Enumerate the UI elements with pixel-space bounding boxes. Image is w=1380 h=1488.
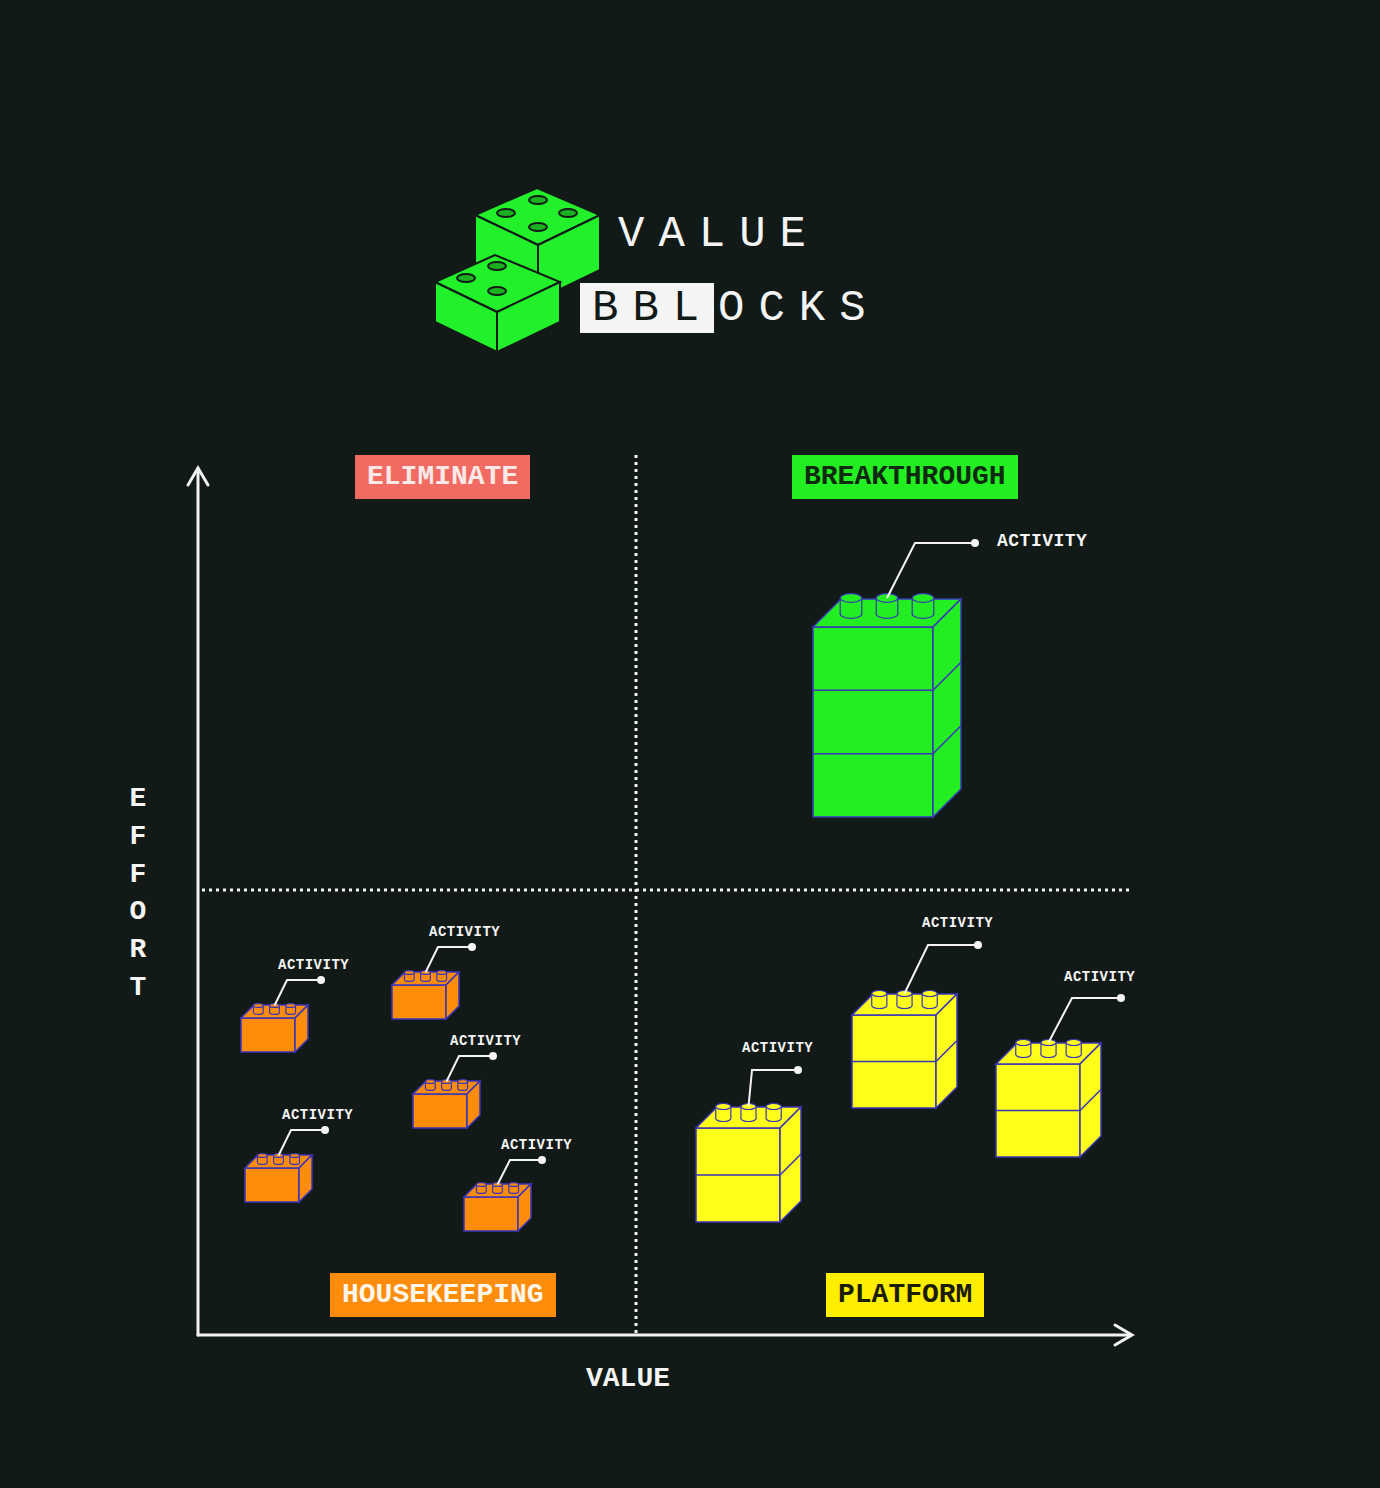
leader-line (749, 1070, 799, 1107)
brick-figure (813, 583, 961, 817)
brick-stud (912, 594, 934, 603)
activity-label: ACTIVITY (1064, 969, 1135, 985)
brick-seam (852, 1041, 957, 1062)
brick-figure (464, 1177, 531, 1231)
leader-line (905, 945, 979, 994)
activity-brick: ACTIVITY (413, 1074, 480, 1128)
brick-stud (922, 990, 937, 996)
leader-line (275, 980, 322, 1006)
brick-front (392, 985, 446, 1019)
quadrant-tag: PLATFORM (826, 1273, 984, 1317)
activity-label: ACTIVITY (922, 915, 993, 931)
title-text: OCKS (718, 286, 880, 330)
activity-label: ACTIVITY (501, 1137, 572, 1153)
leader-line (426, 947, 473, 973)
leader-dot (794, 1066, 802, 1074)
brick-stud (912, 598, 913, 614)
brick-seam (813, 662, 961, 690)
brick-side (299, 1155, 312, 1202)
brick-front (413, 1094, 467, 1128)
quadrant-tag: ELIMINATE (355, 455, 530, 499)
quadrant-tag: HOUSEKEEPING (330, 1273, 556, 1317)
leader-dot (974, 941, 982, 949)
leader-line (1049, 998, 1122, 1043)
activity-label: ACTIVITY (997, 531, 1087, 551)
brick-figure (996, 1031, 1101, 1157)
axis-label: VALUE (586, 1365, 670, 1393)
leader-dot (489, 1052, 497, 1060)
brick-front (813, 627, 933, 817)
brick-stud (257, 1154, 267, 1158)
brick-stud (458, 1080, 468, 1084)
activity-brick: ACTIVITY (464, 1177, 531, 1231)
activity-brick: ACTIVITY (852, 982, 957, 1108)
brick-stud (437, 971, 447, 975)
activity-brick: ACTIVITY (245, 1148, 312, 1202)
brick-seam (996, 1090, 1101, 1111)
leader-line (498, 1160, 543, 1185)
brick-stud (290, 1154, 300, 1158)
leader-dot (538, 1156, 546, 1164)
brick-front (245, 1168, 299, 1202)
brick-stud (766, 1103, 781, 1109)
leader-dot (317, 976, 325, 984)
activity-brick: ACTIVITY (392, 965, 459, 1019)
brick-seam (813, 726, 961, 754)
activity-label: ACTIVITY (429, 924, 500, 940)
brick-stud (476, 1183, 486, 1187)
brick-figure (392, 965, 459, 1019)
quadrant-tag: BREAKTHROUGH (792, 455, 1018, 499)
activity-label: ACTIVITY (742, 1040, 813, 1056)
brick-stud (933, 598, 934, 614)
activity-brick: ACTIVITY (813, 583, 961, 817)
brick-stud (286, 1004, 296, 1008)
tag-text: ELIMINATE (367, 461, 518, 493)
brick-stud (897, 598, 898, 614)
brick-stud (840, 598, 841, 614)
tag-text: HOUSEKEEPING (342, 1279, 544, 1311)
activity-brick: ACTIVITY (241, 998, 308, 1052)
brick-stud (509, 1183, 519, 1187)
leader-dot (971, 539, 979, 547)
activity-label: ACTIVITY (282, 1107, 353, 1123)
brick-side (467, 1081, 480, 1128)
axis-label: EFFORT (124, 780, 152, 1007)
activity-brick: ACTIVITY (996, 1031, 1101, 1157)
title-highlight: BBL (580, 283, 714, 333)
leader-line (887, 543, 975, 598)
brick-side (933, 599, 961, 817)
brick-figure (852, 982, 957, 1108)
brick-figure (241, 998, 308, 1052)
brick-seam (696, 1154, 801, 1175)
brick-stud (716, 1103, 731, 1109)
leader-dot (321, 1126, 329, 1134)
brick-stud (404, 971, 414, 975)
brick-side (446, 972, 459, 1019)
brick-stud (1066, 1039, 1081, 1045)
leader-dot (1117, 994, 1125, 1002)
leader-line (279, 1130, 326, 1156)
brick-stud (840, 594, 862, 603)
brick-side (518, 1184, 531, 1231)
brick-figure (245, 1148, 312, 1202)
title-text: VALUE (618, 212, 820, 256)
tag-text: BREAKTHROUGH (804, 461, 1006, 493)
brick-figure (696, 1095, 801, 1222)
brick-stud (872, 990, 887, 996)
brick-stud (876, 598, 877, 614)
leader-line (447, 1056, 494, 1082)
activity-label: ACTIVITY (450, 1033, 521, 1049)
brick-figure (413, 1074, 480, 1128)
activity-label: ACTIVITY (278, 957, 349, 973)
brick-front (464, 1197, 518, 1231)
brick-front (241, 1018, 295, 1052)
brick-stud (1016, 1039, 1031, 1045)
activity-brick: ACTIVITY (696, 1095, 801, 1222)
brick-side (295, 1005, 308, 1052)
tag-text: PLATFORM (838, 1279, 972, 1311)
brick-stud (861, 598, 862, 614)
leader-dot (468, 943, 476, 951)
brick-stud (425, 1080, 435, 1084)
brick-stud (253, 1004, 263, 1008)
